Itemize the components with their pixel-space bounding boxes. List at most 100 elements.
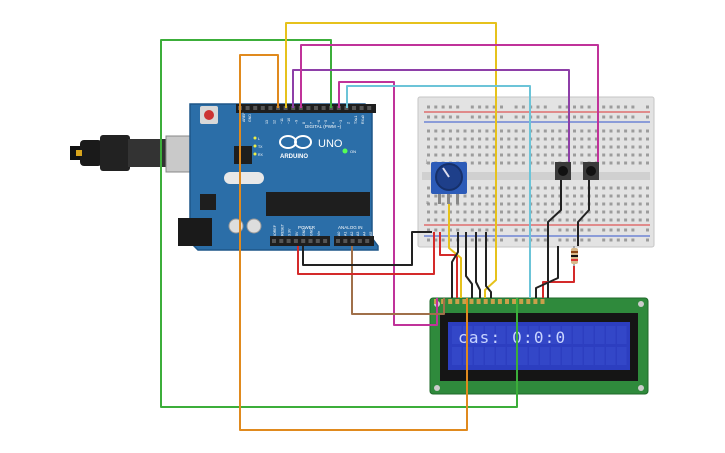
lcd-cell xyxy=(584,326,594,344)
breadboard-hole xyxy=(427,228,430,232)
breadboard-hole xyxy=(565,218,569,222)
breadboard-hole xyxy=(609,228,613,232)
breadboard-hole xyxy=(602,153,606,157)
header-pin xyxy=(359,106,364,110)
breadboard-hole xyxy=(521,105,525,109)
breadboard-hole xyxy=(485,194,489,198)
breadboard-hole xyxy=(594,186,598,190)
breadboard-hole xyxy=(580,194,584,198)
breadboard-hole xyxy=(558,218,562,222)
breadboard-hole xyxy=(602,186,606,190)
breadboard-hole xyxy=(478,145,482,149)
breadboard-hole xyxy=(587,115,591,119)
breadboard-hole xyxy=(573,228,576,232)
breadboard-hole xyxy=(434,238,438,242)
breadboard-hole xyxy=(616,105,620,109)
breadboard-hole xyxy=(500,105,503,109)
breadboard-hole xyxy=(514,129,518,133)
breadboard-hole xyxy=(427,202,430,206)
breadboard-hole xyxy=(543,202,547,206)
digital-pin-label: 12 xyxy=(272,120,276,124)
breadboard-hole xyxy=(602,228,606,232)
breadboard-hole xyxy=(580,228,584,232)
breadboard-hole xyxy=(521,228,525,232)
breadboard-hole xyxy=(514,228,518,232)
breadboard-hole xyxy=(646,153,649,157)
potentiometer[interactable] xyxy=(431,162,467,204)
breadboard-hole xyxy=(507,186,511,190)
resistor xyxy=(571,246,578,266)
breadboard-hole xyxy=(492,115,496,119)
breadboard-hole xyxy=(580,218,584,222)
breadboard-hole xyxy=(463,137,467,141)
arduino-logo xyxy=(279,135,312,149)
breadboard-hole xyxy=(631,218,635,222)
breadboard-hole xyxy=(587,210,591,214)
analog-pin-label: A4 xyxy=(363,232,367,236)
breadboard-hole xyxy=(565,137,569,141)
breadboard-hole xyxy=(551,161,555,165)
lcd-cell xyxy=(529,326,539,344)
breadboard-hole xyxy=(543,161,547,165)
push-button-1[interactable] xyxy=(555,162,571,180)
breadboard-hole xyxy=(558,238,562,242)
header-pin xyxy=(293,239,298,243)
breadboard-hole xyxy=(616,194,620,198)
breadboard-hole xyxy=(543,194,547,198)
lcd-pin xyxy=(490,299,495,304)
breadboard-hole xyxy=(624,218,628,222)
power-pin-label: GND xyxy=(310,228,314,236)
wire-black-2 xyxy=(465,232,473,298)
breadboard-hole xyxy=(624,210,628,214)
breadboard-hole xyxy=(624,228,628,232)
breadboard-hole xyxy=(478,228,482,232)
breadboard-hole xyxy=(448,210,452,214)
breadboard-hole xyxy=(616,129,620,133)
wire-magenta-top xyxy=(300,44,599,162)
lcd-cell xyxy=(551,326,561,344)
breadboard-hole xyxy=(594,210,598,214)
usb-cable xyxy=(70,135,211,173)
breadboard-hole xyxy=(543,210,547,214)
breadboard-hole xyxy=(485,137,489,141)
breadboard-hole xyxy=(470,153,474,157)
lcd-cell xyxy=(562,347,572,365)
breadboard-hole xyxy=(573,218,576,222)
breadboard-hole xyxy=(427,115,430,119)
breadboard-hole xyxy=(624,115,628,119)
breadboard-hole xyxy=(500,186,503,190)
breadboard-hole xyxy=(441,105,445,109)
breadboard-hole xyxy=(616,153,620,157)
lcd-cell xyxy=(617,326,627,344)
breadboard-hole xyxy=(543,218,547,222)
breadboard-hole xyxy=(624,194,628,198)
breadboard-hole xyxy=(500,238,503,242)
digital-pin-label: 13 xyxy=(265,120,269,124)
header-pin xyxy=(253,106,258,110)
breadboard-hole xyxy=(500,210,503,214)
breadboard-hole xyxy=(485,186,489,190)
breadboard-hole xyxy=(587,153,591,157)
breadboard-hole xyxy=(638,145,642,149)
lcd-cell xyxy=(474,347,484,365)
breadboard-hole xyxy=(514,238,518,242)
breadboard-hole xyxy=(580,115,584,119)
breadboard-hole xyxy=(573,238,576,242)
breadboard-hole xyxy=(470,228,474,232)
header-pin xyxy=(352,106,356,110)
breadboard-hole xyxy=(492,238,496,242)
breadboard-hole xyxy=(624,161,628,165)
breadboard-hole xyxy=(624,105,628,109)
breadboard-hole xyxy=(602,210,606,214)
wire-yellow-pot xyxy=(448,204,462,298)
breadboard-hole xyxy=(543,186,547,190)
breadboard-hole xyxy=(514,115,518,119)
breadboard-hole xyxy=(470,145,474,149)
arduino-model: UNO xyxy=(318,138,343,150)
lcd-header-pins xyxy=(434,299,545,304)
breadboard-hole xyxy=(434,210,438,214)
breadboard-hole xyxy=(616,115,620,119)
breadboard-hole xyxy=(434,115,438,119)
header-pin xyxy=(315,239,320,243)
push-button-2[interactable] xyxy=(583,162,599,180)
